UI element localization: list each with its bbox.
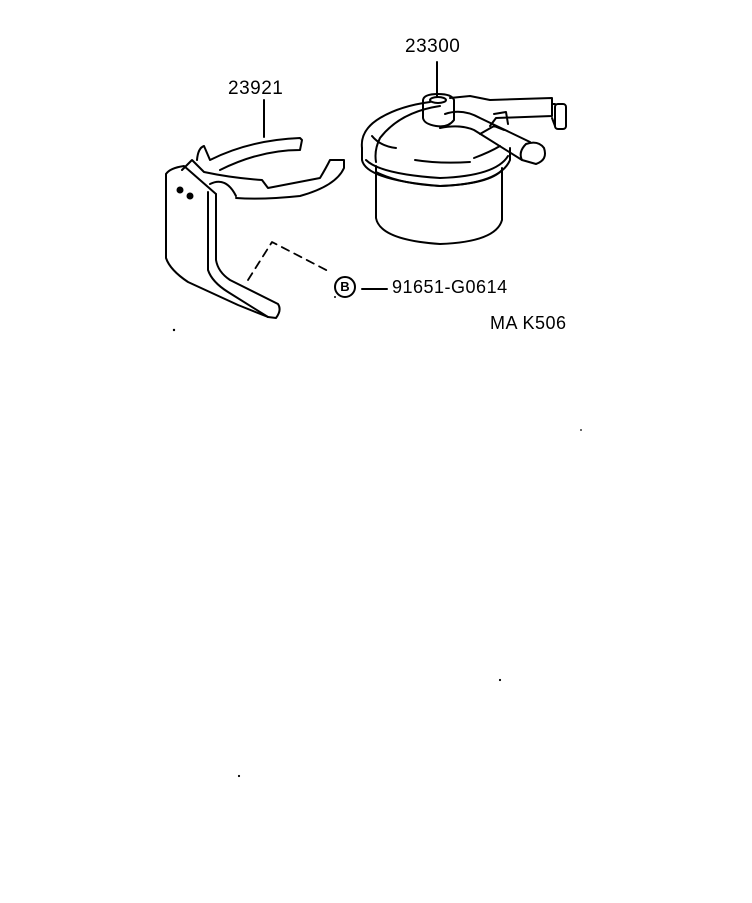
part-label-filter: 23300 (405, 36, 461, 57)
bolt-reference-mark: B (334, 276, 356, 298)
part-label-bracket: 23921 (228, 78, 284, 99)
bracket-drawing (165, 137, 582, 778)
illustration-code: MA K506 (490, 313, 567, 333)
part-label-bolt: 91651-G0614 (392, 277, 508, 297)
fuel-filter-drawing (360, 93, 567, 245)
